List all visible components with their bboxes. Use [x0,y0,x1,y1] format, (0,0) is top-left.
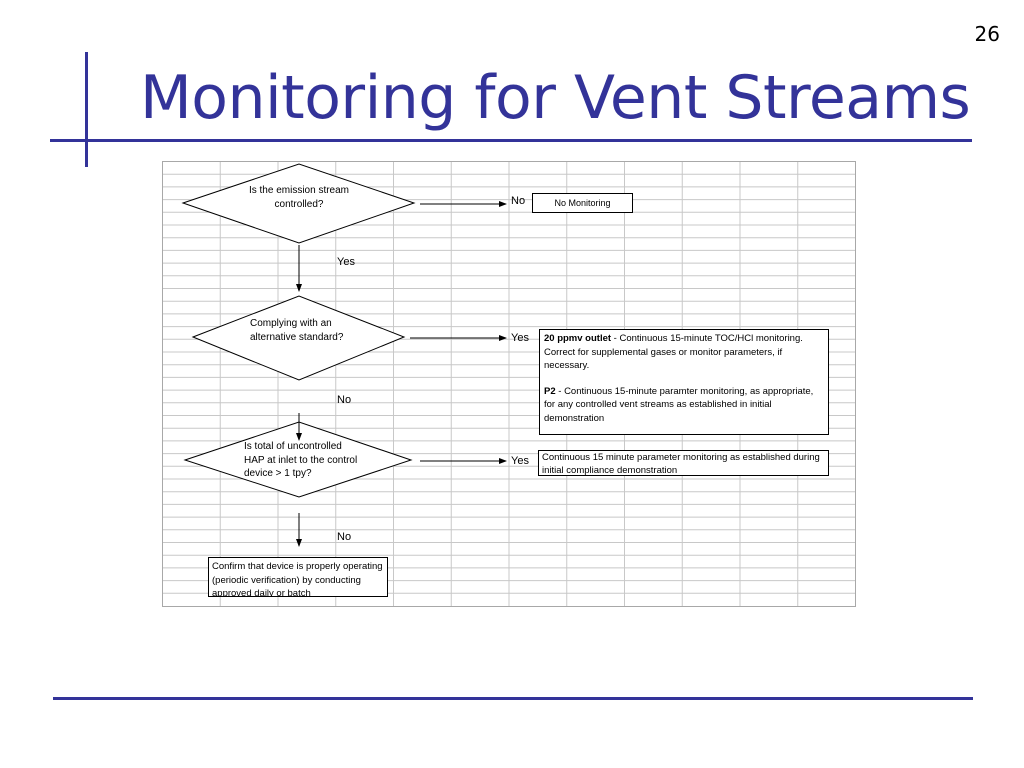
outcome-no-monitoring-text: No Monitoring [554,198,611,208]
bottom-rule [53,697,973,700]
branch-label-q3-yes: Yes [511,455,529,467]
decision-text-alternative-standard: Complying with an alternative standard? [250,318,344,343]
branch-label-q2-yes: Yes [511,332,529,344]
decision-text-emission-controlled: Is the emission stream controlled? [248,185,350,210]
outcome-alt-ppmv-body: - Continuous 15-minute TOC/HCl monitorin… [544,333,803,371]
outcome-parameter-monitoring: Continuous 15 minute parameter monitorin… [538,450,829,476]
vertical-accent-rule [85,52,88,167]
slide-number: 26 [974,22,1000,46]
grid-border [162,161,856,607]
branch-label-q1-yes: Yes [337,256,355,268]
branch-label-q2-no: No [337,394,352,406]
branch-label-q1-no: No [511,195,526,207]
outcome-no-monitoring: No Monitoring [532,193,633,213]
decision-diamond-alternative-standard [191,295,406,381]
outcome-alt-paragraph-ppmv: 20 ppmv outlet - Continuous 15-minute TO… [544,332,824,373]
decision-diamond-uncontrolled-hap [183,421,413,498]
outcome-confirm-device: Confirm that device is properly operatin… [208,557,388,597]
outcome-alternative-standard: 20 ppmv outlet - Continuous 15-minute TO… [539,329,829,435]
outcome-confirm-device-text: Confirm that device is properly operatin… [212,561,383,597]
outcome-alt-p2-body: - Continuous 15-minute paramter monitori… [544,385,814,424]
outcome-parameter-monitoring-text: Continuous 15 minute parameter monitorin… [542,452,820,476]
outcome-alt-p2-heading: P2 [544,385,556,397]
title-underline-rule [50,139,972,142]
slide-title: Monitoring for Vent Streams [140,63,971,133]
decision-text-uncontrolled-hap: Is total of uncontrolled HAP at inlet to… [244,441,358,480]
decision-diamond-emission-controlled [181,163,416,244]
branch-label-q3-no: No [337,531,352,543]
outcome-alt-ppmv-heading: 20 ppmv outlet [544,333,612,344]
outcome-alt-paragraph-p2: P2 - Continuous 15-minute paramter monit… [544,385,824,426]
